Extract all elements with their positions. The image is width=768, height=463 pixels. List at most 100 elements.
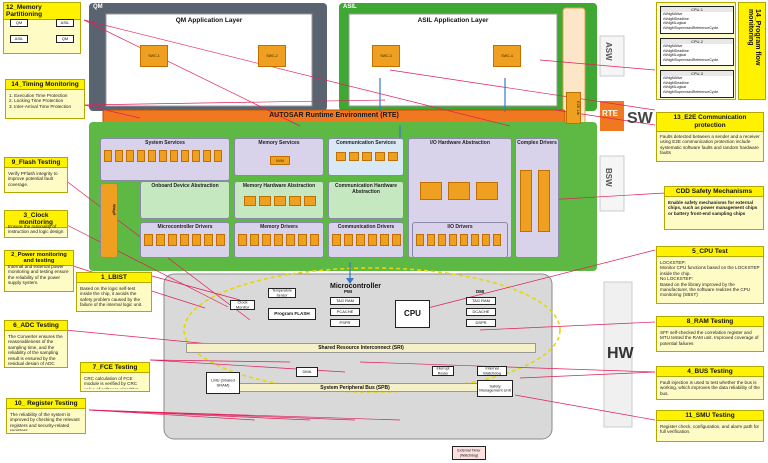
- side-label-rte: RTE: [602, 109, 618, 118]
- driver-tile: [427, 234, 435, 246]
- asil-label: ASIL: [343, 4, 357, 10]
- driver-tile: [449, 234, 457, 246]
- side-label-bsw: BSW: [604, 168, 613, 187]
- driver-tile: [289, 196, 301, 206]
- dcache: DCACHE: [466, 308, 496, 316]
- temperature-sensor: Temperature Sensor: [268, 288, 296, 298]
- tag-ram-left: TAG RAM: [330, 297, 360, 305]
- pcache: PCACHE: [330, 308, 360, 316]
- driver-tile: [192, 150, 200, 162]
- side-label-hw: HW: [607, 345, 634, 362]
- cpu-block: CPU: [395, 300, 430, 328]
- e2e-lib-block: E2E Lib: [566, 92, 581, 124]
- driver-tile: [332, 234, 341, 246]
- driver-tile: [244, 196, 256, 206]
- driver-tile: [344, 234, 353, 246]
- external-timer: External Timer (Watchdog): [452, 446, 486, 460]
- callout-e2e-protection: 13_E2E Communication protection Faults d…: [656, 112, 764, 162]
- driver-tile: [214, 150, 222, 162]
- driver-tile: [203, 150, 211, 162]
- driver-tile: [180, 234, 189, 246]
- driver-tile: [392, 234, 401, 246]
- driver-tile: [304, 196, 316, 206]
- driver-tile: [286, 234, 295, 246]
- swc-2[interactable]: SWC-2: [258, 45, 286, 67]
- internal-watchdog: Internal Watchdog: [477, 366, 507, 376]
- rte-side-bg: [600, 101, 624, 131]
- driver-tile: [460, 234, 468, 246]
- asil-app-box: [348, 13, 558, 107]
- driver-tile: [156, 234, 165, 246]
- driver-tile: [368, 234, 377, 246]
- qm-label: QM: [93, 4, 103, 10]
- swc-1[interactable]: SWC-1: [140, 45, 168, 67]
- driver-tile: [416, 234, 424, 246]
- driver-tile: [204, 234, 213, 246]
- complex-drivers: Complex Drivers: [515, 138, 559, 258]
- onboard-device-abstraction: Onboard Device Abstraction: [140, 181, 230, 219]
- driver-tile: [250, 234, 259, 246]
- asw-side-bg: [599, 35, 625, 77]
- program-flash: Program FLASH: [268, 308, 316, 320]
- driver-tile: [144, 234, 153, 246]
- pspr: PSPR: [330, 319, 360, 327]
- driver-tile: [238, 234, 247, 246]
- driver-tile: [336, 152, 346, 161]
- program-flow-title-bar: 14_Program flow monitoring: [738, 2, 766, 100]
- bsw-side-bg: [599, 155, 625, 212]
- rte-title: AUTOSAR Runtime Environment (RTE): [269, 112, 399, 119]
- driver-tile: [380, 234, 389, 246]
- dma-block: DMA: [296, 367, 318, 377]
- driver-tile: [192, 234, 201, 246]
- wdgif-block: WdgIf: [100, 183, 118, 258]
- driver-tile: [274, 234, 283, 246]
- driver-tile: [375, 152, 385, 161]
- spb-bus: System Peripheral Bus (SPB): [225, 383, 485, 392]
- callout-connectors: [64, 19, 666, 421]
- clock-monitor: Clock Monitor: [230, 300, 255, 310]
- microcontroller-drivers: Microcontroller Drivers: [140, 222, 230, 258]
- pmi-label: PMI: [344, 289, 353, 294]
- driver-tile: [181, 150, 189, 162]
- safety-management-unit: Safety Management Unit: [477, 380, 513, 397]
- driver-tile: [476, 182, 498, 200]
- interrupt-router: Interrupt Router: [432, 366, 454, 376]
- driver-tile: [115, 150, 123, 162]
- driver-tile: [493, 234, 501, 246]
- callout-program-flow: CPU-1 •WdgMAlive •WdgMDeadline •WdgMLogi…: [656, 2, 736, 100]
- swc-4[interactable]: SWC-4: [493, 45, 521, 67]
- driver-tile: [482, 234, 490, 246]
- microcontroller-title: Microcontroller: [330, 283, 381, 290]
- driver-tile: [298, 234, 307, 246]
- driver-tile: [356, 234, 365, 246]
- hw-region: [163, 273, 553, 440]
- asil-app-layer-title: ASIL Application Layer: [417, 17, 489, 24]
- sri-bus: Shared Resource Interconnect (SRI): [186, 343, 536, 353]
- dmi-label: DMI: [476, 289, 485, 294]
- tag-ram-right: TAG RAM: [466, 297, 496, 305]
- swc-3[interactable]: SWC-3: [372, 45, 400, 67]
- microcontroller-ellipse: [183, 267, 561, 393]
- driver-tile: [148, 150, 156, 162]
- qm-app-layer-title: QM Application Layer: [175, 17, 243, 24]
- driver-tile: [262, 234, 271, 246]
- driver-tile: [170, 150, 178, 162]
- driver-tile: [274, 196, 286, 206]
- hw-side-bg: [603, 281, 633, 428]
- lmu-block: LMU (Shared SRAM): [206, 372, 240, 394]
- driver-tile: [168, 234, 177, 246]
- driver-tile: [349, 152, 359, 161]
- driver-tile: [420, 182, 442, 200]
